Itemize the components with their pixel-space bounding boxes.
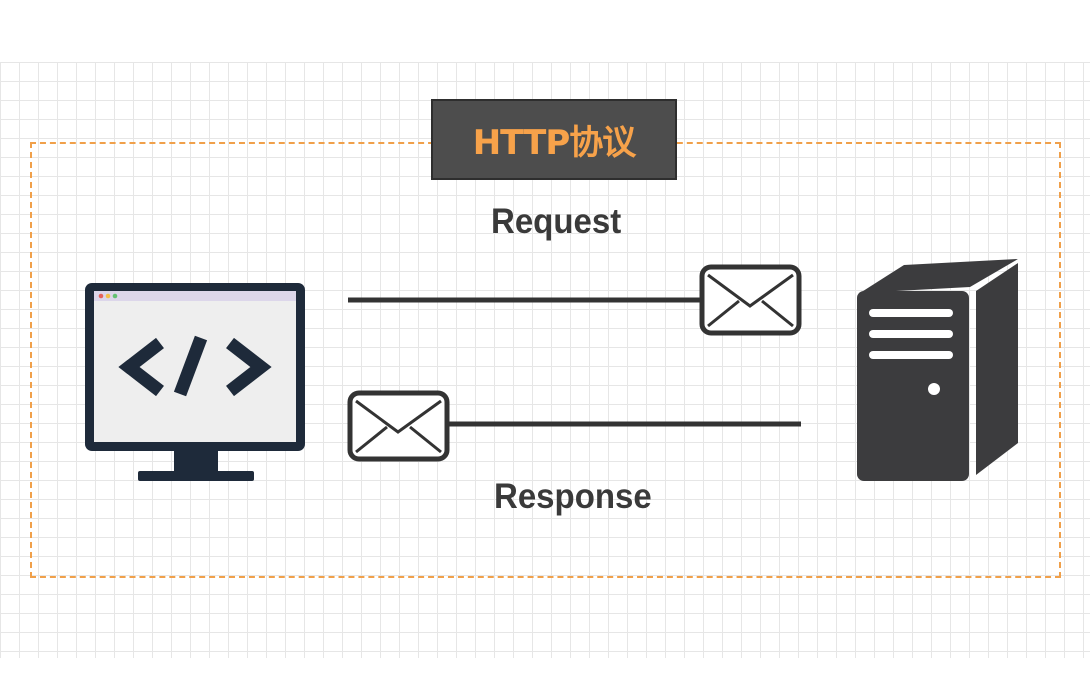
title-text: HTTP协议 (472, 123, 637, 163)
computer-code-icon (85, 283, 305, 481)
envelope-icon (699, 264, 802, 336)
envelope-icon (347, 390, 450, 462)
request-label: Request (491, 200, 622, 241)
response-line (449, 421, 801, 427)
server-tower-icon (857, 259, 1018, 481)
response-label: Response (494, 475, 652, 516)
title-box: HTTP协议 (431, 99, 677, 180)
request-line (348, 297, 708, 303)
